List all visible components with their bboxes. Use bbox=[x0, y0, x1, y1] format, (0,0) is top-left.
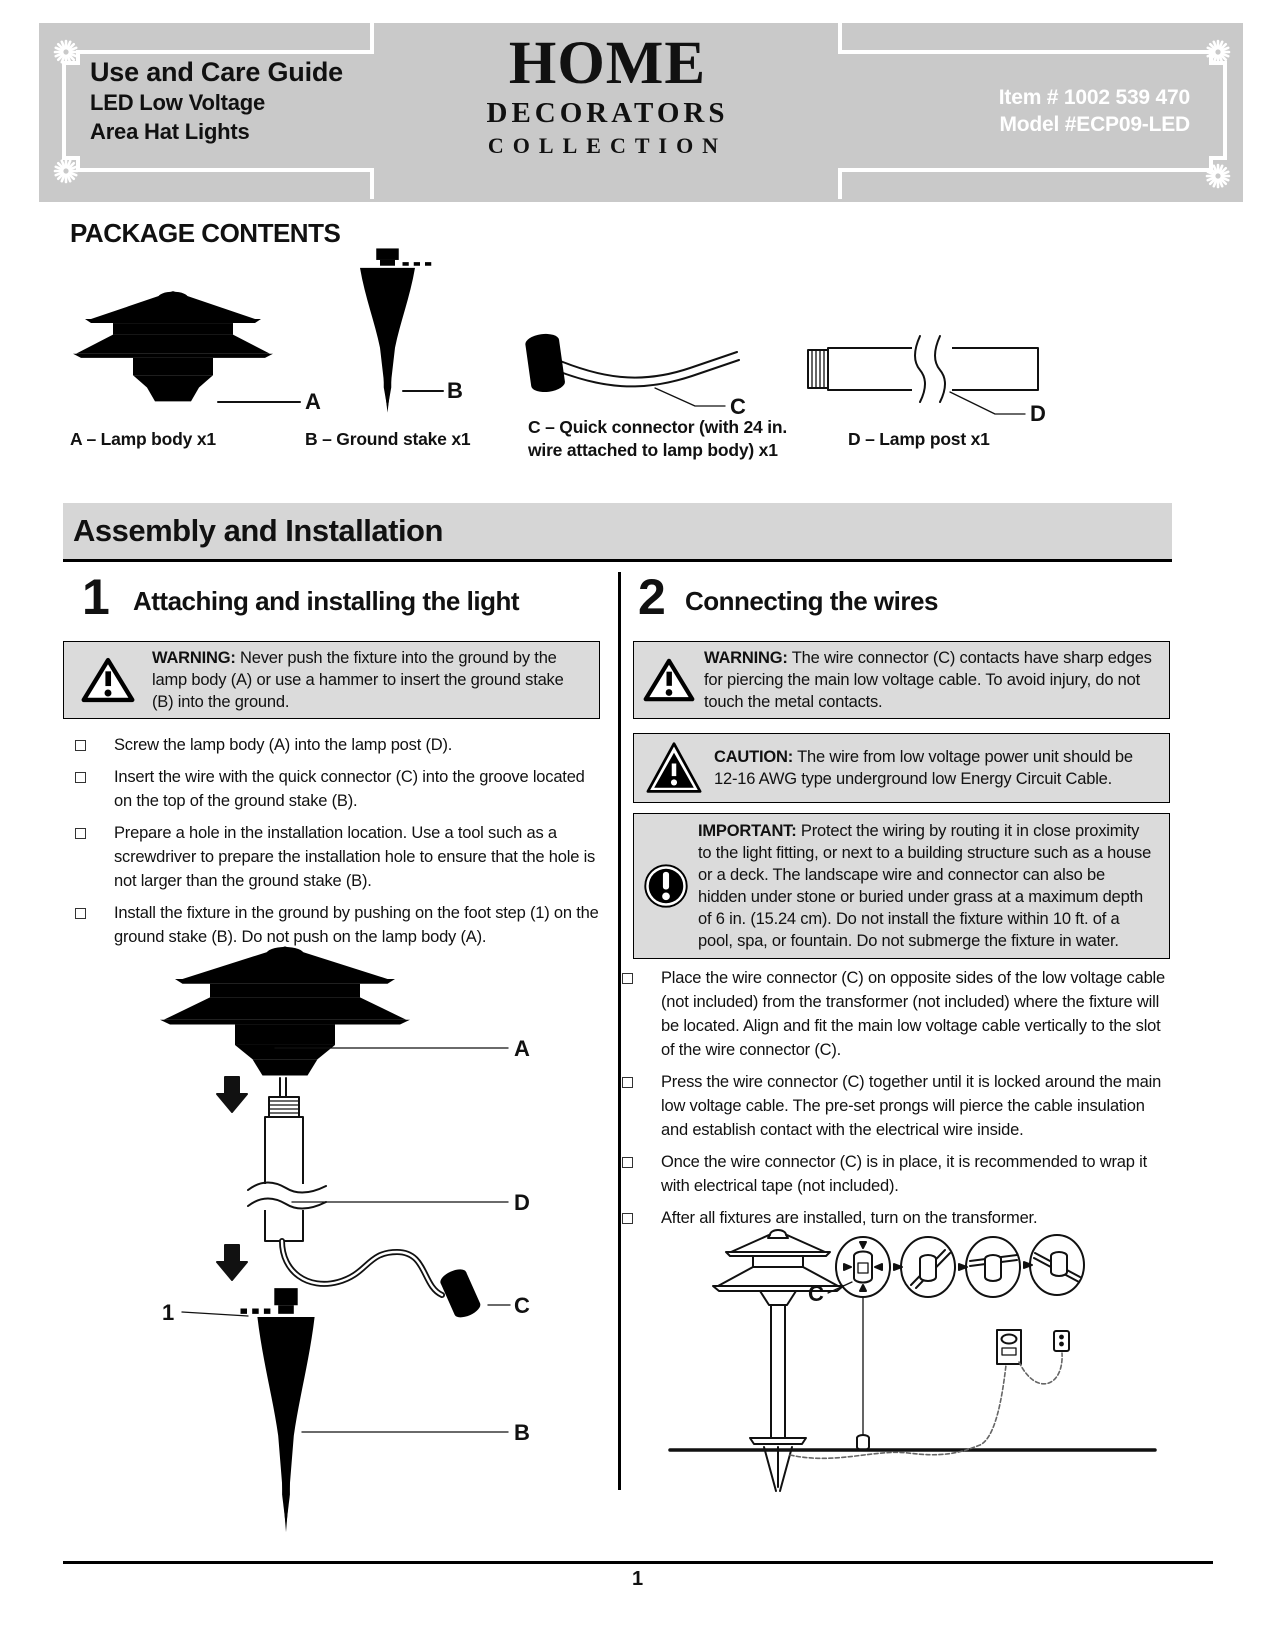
package-item-b-illustration: B bbox=[347, 248, 463, 413]
package-tag-c: C bbox=[730, 394, 746, 419]
step2-warning-text: WARNING: The wire connector (C) contacts… bbox=[704, 649, 1152, 711]
page-number: 1 bbox=[632, 1568, 643, 1590]
header-bracket-ornament bbox=[53, 23, 1231, 199]
step1-warning-box: WARNING: Never push the fixture into the… bbox=[63, 641, 600, 719]
step1-title: Attaching and installing the light bbox=[133, 586, 520, 616]
square-bullet-icon bbox=[622, 1077, 633, 1088]
step2-caution-text: CAUTION: The wire from low voltage power… bbox=[714, 748, 1133, 788]
assembly-section-title: Assembly and Installation bbox=[73, 513, 443, 548]
step2-caution-box: CAUTION: The wire from low voltage power… bbox=[633, 733, 1170, 803]
step1-number: 1 bbox=[82, 569, 110, 625]
list-item: Press the wire connector (C) together un… bbox=[610, 1070, 1172, 1142]
package-item-c-illustration: C bbox=[524, 331, 746, 419]
doc-subtitle-1: LED Low Voltage bbox=[90, 90, 266, 115]
flower-icon bbox=[53, 158, 79, 184]
flower-icon bbox=[1205, 163, 1231, 189]
header-band bbox=[39, 23, 1243, 202]
package-caption-a: A – Lamp body x1 bbox=[70, 429, 216, 449]
step1-bullet-list: Screw the lamp body (A) into the lamp po… bbox=[63, 733, 608, 957]
important-circle-icon bbox=[634, 863, 698, 909]
list-item: Install the fixture in the ground by pus… bbox=[63, 901, 608, 949]
column-divider bbox=[618, 572, 621, 1490]
brand-line-2: DECORATORS bbox=[486, 97, 729, 129]
package-item-a-illustration: A bbox=[73, 291, 321, 414]
square-bullet-icon bbox=[75, 772, 86, 783]
step2-number: 2 bbox=[638, 569, 666, 625]
step2-bullet-list: Place the wire connector (C) on opposite… bbox=[610, 966, 1172, 1238]
square-bullet-icon bbox=[75, 828, 86, 839]
step2-important-text: IMPORTANT: Protect the wiring by routing… bbox=[698, 822, 1152, 950]
square-bullet-icon bbox=[622, 973, 633, 984]
step1-warning-text: WARNING: Never push the fixture into the… bbox=[152, 649, 564, 711]
step2-important-box: IMPORTANT: Protect the wiring by routing… bbox=[633, 813, 1170, 959]
brand-logo: HOME DECORATORS COLLECTION bbox=[455, 33, 760, 161]
list-item: Prepare a hole in the installation locat… bbox=[63, 821, 608, 893]
item-model-block: Item # 1002 539 470 Model #ECP09-LED bbox=[860, 84, 1190, 138]
step2-wiring-diagram: C bbox=[668, 1229, 1157, 1492]
square-bullet-icon bbox=[75, 908, 86, 919]
list-item: Once the wire connector (C) is in place,… bbox=[610, 1150, 1172, 1198]
diagram1-label-d: D bbox=[514, 1190, 530, 1215]
list-item: Insert the wire with the quick connector… bbox=[63, 765, 608, 813]
footer-rule bbox=[63, 1561, 1213, 1564]
warning-triangle-icon bbox=[64, 656, 152, 704]
square-bullet-icon bbox=[622, 1157, 633, 1168]
list-item: Screw the lamp body (A) into the lamp po… bbox=[63, 733, 608, 757]
step2-warning-box: WARNING: The wire connector (C) contacts… bbox=[633, 641, 1170, 719]
package-item-d-illustration: D bbox=[807, 335, 1046, 426]
package-contents-heading: PACKAGE CONTENTS bbox=[70, 218, 341, 248]
diagram1-label-a: A bbox=[514, 1036, 530, 1061]
brand-line-3: COLLECTION bbox=[487, 133, 728, 158]
model-number: Model #ECP09-LED bbox=[999, 113, 1190, 136]
list-item: After all fixtures are installed, turn o… bbox=[610, 1206, 1172, 1230]
diagram1-label-c: C bbox=[514, 1293, 530, 1318]
assembly-section-bar: Assembly and Installation bbox=[63, 503, 1172, 562]
document-title-block: Use and Care Guide LED Low Voltage Area … bbox=[90, 56, 343, 146]
square-bullet-icon bbox=[622, 1213, 633, 1224]
step1-assembly-diagram: A D C 1 B bbox=[160, 946, 530, 1533]
flower-icon bbox=[53, 39, 79, 65]
diagram2-label-c: C bbox=[808, 1281, 824, 1306]
package-caption-c: C – Quick connector (with 24 in. wire at… bbox=[528, 417, 788, 460]
package-caption-b: B – Ground stake x1 bbox=[305, 429, 471, 449]
doc-subtitle-2: Area Hat Lights bbox=[90, 119, 250, 144]
package-caption-d: D – Lamp post x1 bbox=[848, 429, 990, 449]
package-tag-b: B bbox=[447, 378, 463, 403]
diagram1-label-b: B bbox=[514, 1420, 530, 1445]
caution-triangle-icon bbox=[634, 741, 714, 795]
list-item: Place the wire connector (C) on opposite… bbox=[610, 966, 1172, 1062]
package-tag-d: D bbox=[1030, 401, 1046, 426]
doc-title: Use and Care Guide bbox=[90, 57, 343, 87]
square-bullet-icon bbox=[75, 740, 86, 751]
brand-line-1: HOME bbox=[508, 30, 707, 97]
diagram1-label-1: 1 bbox=[162, 1300, 174, 1325]
item-number: Item # 1002 539 470 bbox=[998, 86, 1190, 109]
step2-title: Connecting the wires bbox=[685, 586, 938, 616]
package-tag-a: A bbox=[305, 389, 321, 414]
warning-triangle-icon bbox=[634, 657, 704, 703]
flower-icon bbox=[1205, 39, 1231, 65]
